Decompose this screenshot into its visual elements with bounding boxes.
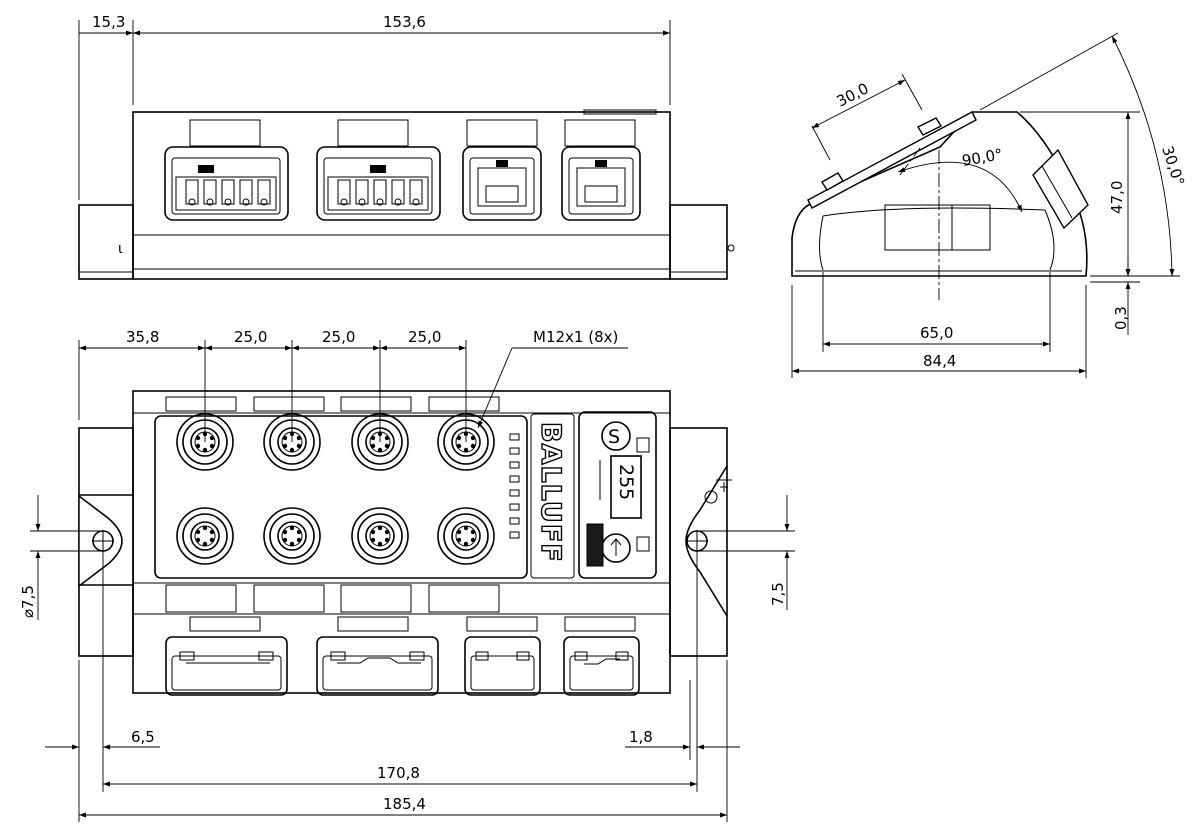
m12-port-7 (351, 507, 409, 565)
dim-height: 47,0 (1108, 181, 1126, 214)
bottom-power-connector-1 (165, 636, 288, 696)
dim-overall-width: 84,4 (923, 352, 956, 370)
ground-icon (704, 490, 718, 504)
status-label-block (586, 523, 604, 567)
led-column (509, 433, 520, 539)
dim-pitch-3: 25,0 (408, 328, 441, 346)
front-housing (132, 390, 671, 694)
logo: BALLUFF (535, 422, 566, 563)
front-view: BALLUFF S 255 (19, 328, 795, 822)
dim-base-offset: 0,3 (1112, 306, 1130, 330)
dim-top-left-offset: 15,3 (92, 13, 125, 31)
connector-callout: M12x1 (8x) (533, 328, 618, 346)
side-view: 30,0 90,0° 30,0° 47,0 0,3 65,0 84,4 (791, 32, 1188, 378)
svg-text:ɩ: ɩ (118, 241, 123, 257)
display-module: S 255 (578, 411, 657, 579)
right-flange (669, 204, 728, 280)
m12-port-6 (263, 507, 321, 565)
bottom-power-connector-2 (316, 636, 439, 696)
dim-hole-diameter: ⌀7,5 (19, 585, 37, 618)
m12-port-5 (176, 507, 234, 565)
ethernet-port-2 (561, 146, 641, 221)
dim-overall-length: 185,4 (383, 795, 426, 813)
power-connector-in (164, 146, 289, 221)
dim-pitch-1: 25,0 (234, 328, 267, 346)
s-button-label: S (608, 426, 620, 448)
bottom-ethernet-1 (464, 636, 541, 696)
m12-panel (154, 415, 528, 579)
power-connector-out (316, 146, 441, 221)
top-view: ɩ (78, 13, 735, 280)
dim-hole-offset-right: 7,5 (769, 582, 787, 606)
dim-right-edge: 1,8 (629, 728, 653, 746)
dim-base-width: 65,0 (920, 324, 953, 342)
left-flange (78, 204, 134, 280)
dim-angle-right: 90,0° (961, 145, 1004, 170)
dim-hole-spacing: 170,8 (377, 764, 420, 782)
dim-pitch-2: 25,0 (322, 328, 355, 346)
right-rail (669, 427, 728, 657)
dim-left-edge: 6,5 (131, 728, 155, 746)
dim-top-length: 153,6 (383, 13, 426, 31)
m12-port-8 (437, 507, 495, 565)
display-window (610, 455, 642, 519)
dim-display-width: 30,0 (834, 79, 872, 110)
bottom-ethernet-2 (563, 636, 640, 696)
top-housing (132, 111, 671, 280)
ethernet-port-1 (462, 146, 542, 221)
side-housing (791, 111, 1088, 277)
dim-pitch-first: 35,8 (126, 328, 159, 346)
s-button[interactable] (601, 421, 631, 451)
display-value: 255 (615, 464, 637, 500)
